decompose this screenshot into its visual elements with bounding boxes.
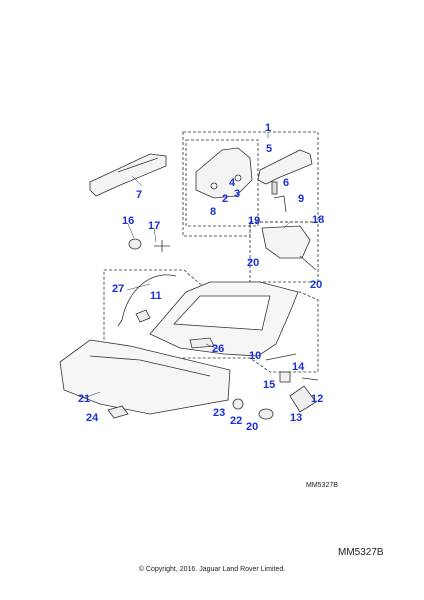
reference-code-small: MM5327B — [306, 482, 338, 489]
copyright-notice: © Copyright, 2016. Jaguar Land Rover Lim… — [138, 566, 286, 573]
callout-13: 13 — [290, 412, 302, 424]
callout-9: 9 — [298, 193, 304, 205]
callout-2: 2 — [222, 193, 228, 205]
callout-8: 8 — [210, 206, 216, 218]
callout-26: 26 — [212, 343, 224, 355]
callout-3: 3 — [234, 188, 240, 200]
group-bracket-latch — [185, 139, 259, 227]
callout-17: 17 — [148, 220, 160, 232]
callout-6: 6 — [283, 177, 289, 189]
callout-10: 10 — [249, 350, 261, 362]
callout-15: 15 — [263, 379, 275, 391]
callout-1: 1 — [265, 122, 271, 134]
callout-5: 5 — [266, 143, 272, 155]
callout-24: 23 — [213, 407, 225, 419]
callout-20b: 20 — [310, 279, 322, 291]
callout-18: 18 — [312, 214, 324, 226]
callout-11: 11 — [150, 290, 162, 302]
callout-25: 24 — [86, 412, 99, 424]
callout-27: 27 — [112, 283, 124, 295]
part-25-pad — [107, 405, 129, 419]
group-bracket-tonneau — [103, 269, 319, 373]
callout-21: 20 — [246, 421, 258, 433]
part-22-tray — [59, 339, 231, 415]
callout-12: 12 — [311, 393, 323, 405]
group-bracket-18 — [249, 221, 319, 283]
callout-23: 22 — [230, 415, 242, 427]
callout-20a: 20 — [247, 257, 259, 269]
callout-14: 14 — [292, 361, 305, 373]
callout-22: 21 — [78, 393, 90, 405]
part-18-bracket — [261, 225, 311, 259]
callout-7: 7 — [136, 189, 142, 201]
callout-19: 19 — [248, 215, 260, 227]
part-7-bracket — [89, 153, 167, 197]
part-5-handle — [257, 149, 313, 185]
callout-16: 16 — [122, 215, 134, 227]
part-latch — [195, 147, 253, 199]
reference-code-large: MM5327B — [338, 547, 384, 558]
callout-4: 4 — [229, 177, 236, 189]
